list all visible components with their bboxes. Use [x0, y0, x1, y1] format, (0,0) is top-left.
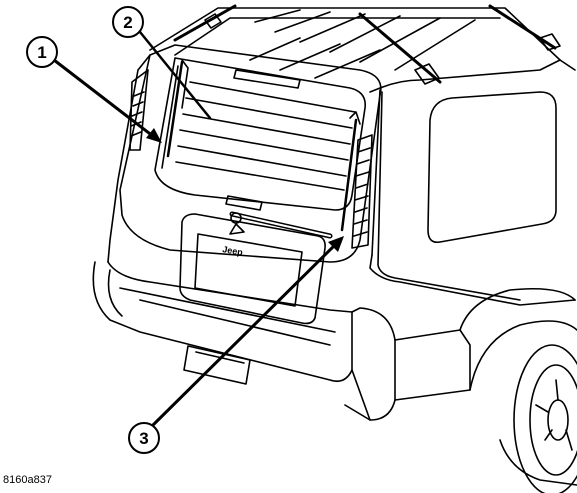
leader-line-1 [52, 58, 160, 142]
callout-number-2: 2 [123, 13, 132, 32]
callout-circle-2 [112, 6, 144, 38]
arrowhead-1 [146, 128, 162, 143]
tail-lamps [129, 69, 373, 249]
leader-line-2 [138, 30, 212, 120]
roof [149, 4, 561, 85]
callout-number-1: 1 [37, 43, 46, 62]
component-3-highlight [340, 118, 358, 232]
brand-badge: Jeep [222, 244, 244, 257]
callout-circle-1 [26, 36, 58, 68]
leader-line-3 [148, 238, 342, 430]
body [107, 54, 576, 313]
callout-leaders [52, 30, 342, 430]
rear-bumper [92, 261, 471, 421]
rear-wheel [459, 287, 577, 493]
callout-circle-3 [128, 422, 160, 454]
rear-wiper [229, 211, 333, 239]
license-plate-area [179, 195, 326, 325]
glass-edge-highlight [166, 60, 184, 158]
callout-number-3: 3 [139, 429, 148, 448]
liftgate [119, 44, 382, 263]
callout-circles [26, 6, 160, 454]
rear-glass [154, 57, 367, 211]
figure-code: 8160a837 [3, 474, 52, 486]
arrowhead-3 [328, 236, 344, 252]
callout-arrowheads [146, 128, 344, 252]
